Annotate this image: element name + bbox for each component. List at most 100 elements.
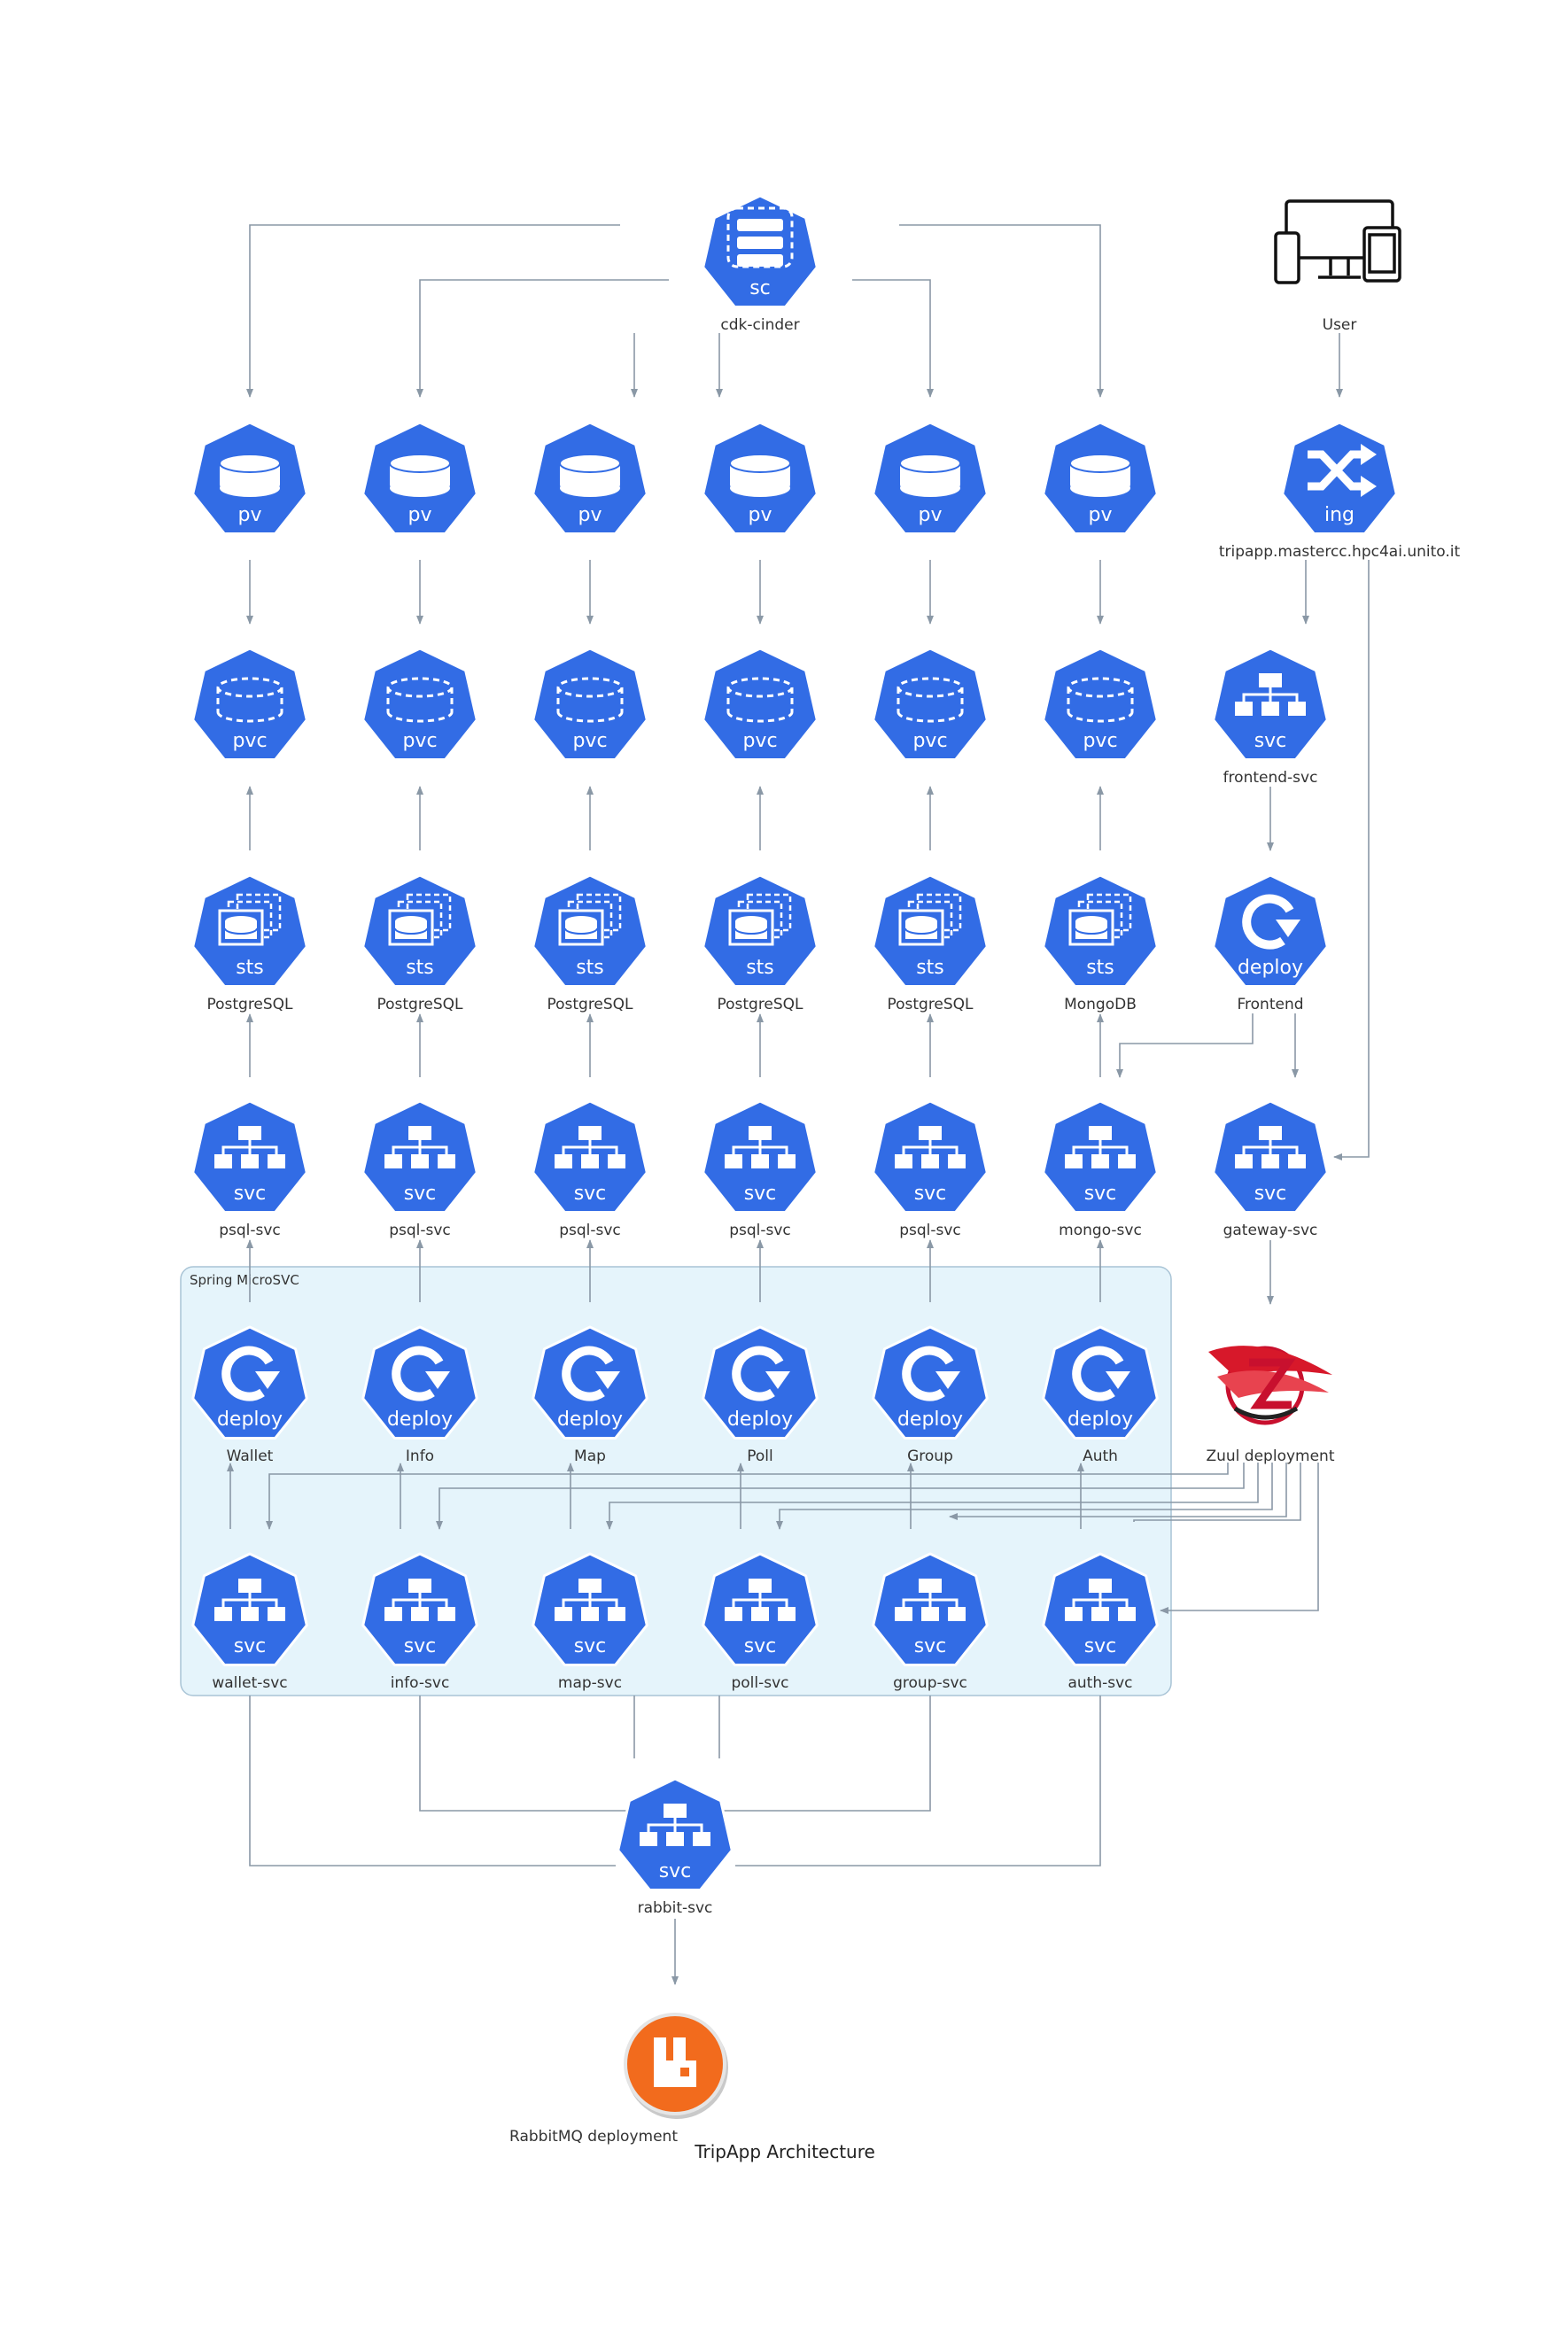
- msvc1-node[interactable]: svc wallet-svc: [191, 1552, 308, 1692]
- kind-label: svc: [1254, 730, 1287, 752]
- kind-label: sts: [916, 957, 944, 979]
- persistent-volume-claim-icon: pvc: [191, 647, 308, 761]
- kind-label: sts: [1086, 957, 1114, 979]
- kind-label: svc: [234, 1635, 267, 1657]
- ingress-icon: ing: [1281, 421, 1398, 535]
- service-icon: svc: [191, 1552, 308, 1666]
- kind-label: deploy: [727, 1409, 793, 1431]
- sc-label: cdk-cinder: [720, 316, 799, 334]
- persistent-volume-claim-icon: pvc: [702, 647, 819, 761]
- kind-label: deploy: [217, 1409, 283, 1431]
- persistent-volume-claim-icon: pvc: [872, 647, 989, 761]
- zuul-node[interactable]: Zuul deployment: [1206, 1346, 1335, 1465]
- zuul-logo-icon: [1208, 1346, 1332, 1425]
- pvc5-node[interactable]: pvc: [872, 647, 989, 761]
- deployment-icon: deploy: [872, 1325, 989, 1440]
- statefulset-icon: sts: [191, 873, 308, 988]
- kind-label: pvc: [402, 730, 437, 752]
- pvc1-node[interactable]: pvc: [191, 647, 308, 761]
- statefulset-icon: sts: [1042, 873, 1159, 988]
- pv5-node[interactable]: pv: [872, 421, 989, 535]
- edge-frontend-mongo: [1116, 1013, 1254, 1078]
- rabbitmq-node[interactable]: RabbitMQ deployment: [509, 2013, 728, 2146]
- edge-sc-pv2: [416, 279, 669, 398]
- service-icon: svc: [617, 1777, 734, 1891]
- kind-label: svc: [574, 1183, 607, 1205]
- pv6-node[interactable]: pv: [1042, 421, 1159, 535]
- gateway-node[interactable]: svc gateway-svc: [1212, 1099, 1329, 1239]
- service-icon: svc: [361, 1552, 478, 1666]
- user-node[interactable]: User: [1274, 199, 1401, 334]
- kind-label: svc: [744, 1635, 777, 1657]
- service-icon: svc: [1212, 647, 1329, 761]
- frontend-label: Frontend: [1237, 996, 1303, 1013]
- pv1-node[interactable]: pv: [191, 421, 308, 535]
- kind-label: svc: [574, 1635, 607, 1657]
- kind-label: svc: [234, 1183, 267, 1205]
- gateway-label: gateway-svc: [1223, 1222, 1318, 1239]
- service-icon: svc: [532, 1552, 648, 1666]
- deployment-icon: deploy: [191, 1325, 308, 1440]
- kind-label: svc: [659, 1860, 692, 1882]
- pvc3-node[interactable]: pvc: [532, 647, 648, 761]
- kind-label: pv: [578, 504, 602, 526]
- msvc1-label: wallet-svc: [212, 1674, 287, 1692]
- kind-label: svc: [914, 1635, 947, 1657]
- service-icon: svc: [1212, 1099, 1329, 1214]
- pvc4-node[interactable]: pvc: [702, 647, 819, 761]
- statefulset-icon: sts: [702, 873, 819, 988]
- pv3-node[interactable]: pv: [532, 421, 648, 535]
- pv2-node[interactable]: pv: [361, 421, 478, 535]
- service-icon: svc: [532, 1099, 648, 1214]
- sts6-label: MongoDB: [1064, 996, 1137, 1013]
- pv4-node[interactable]: pv: [702, 421, 819, 535]
- statefulset-icon: sts: [532, 873, 648, 988]
- kind-label: svc: [1084, 1183, 1117, 1205]
- kind-label: pvc: [912, 730, 947, 752]
- edge-sc-pv6: [899, 224, 1104, 398]
- pvc2-node[interactable]: pvc: [361, 647, 478, 761]
- edge-msvc6-rabbit: [735, 1696, 1101, 1866]
- sts3-label: PostgreSQL: [547, 996, 633, 1013]
- edge-zuul-msvc4: [776, 1463, 1273, 1530]
- kind-label: deploy: [897, 1409, 963, 1431]
- pvc6-node[interactable]: pvc: [1042, 647, 1159, 761]
- kind-label: sts: [746, 957, 774, 979]
- kind-label: deploy: [557, 1409, 623, 1431]
- kind-label: sts: [236, 957, 264, 979]
- kind-label: svc: [1084, 1635, 1117, 1657]
- edge-sc-pv1: [246, 224, 620, 398]
- sts2-label: PostgreSQL: [376, 996, 463, 1013]
- service-icon: svc: [702, 1099, 819, 1214]
- user-label: User: [1323, 316, 1357, 334]
- edge-sc-pv5: [852, 279, 934, 398]
